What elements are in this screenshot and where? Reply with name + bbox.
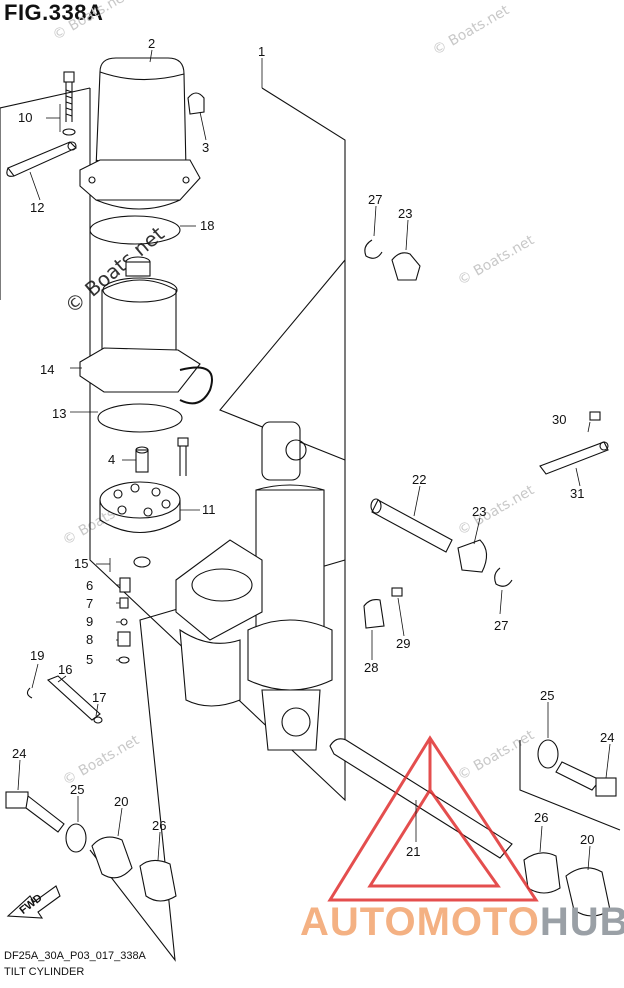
- part-valve-4: [135, 446, 149, 473]
- callout-14: 14: [40, 362, 54, 377]
- callout-8: 8: [86, 632, 93, 647]
- part-bolt-11b: [177, 437, 189, 476]
- part-bracket: [175, 539, 263, 707]
- callout-11: 11: [202, 502, 216, 517]
- part-cap-3: [187, 92, 205, 115]
- callout-12: 12: [30, 200, 44, 215]
- callout-18: 18: [200, 218, 214, 233]
- part-oring-18: [89, 215, 181, 245]
- callout-30: 30: [552, 412, 566, 427]
- callout-31: 31: [570, 486, 584, 501]
- callout-25: 25: [540, 688, 554, 703]
- callout-23: 23: [398, 206, 412, 221]
- callout-13: 13: [52, 406, 66, 421]
- part-strap-12: [6, 141, 77, 177]
- callout-labels: 1 2 3 4 5 6 7 8 9 10 11 12 13 14 15 16 1…: [12, 36, 614, 917]
- callout-5: 5: [86, 652, 93, 667]
- callout-15: 15: [74, 556, 88, 571]
- part-cylinder: [247, 421, 333, 751]
- part-bushing-26a: [139, 859, 177, 902]
- part-bushing-23a: [391, 252, 421, 281]
- part-screw-29: [391, 587, 403, 597]
- part-pin-22: [370, 498, 453, 553]
- callout-21: 21: [406, 844, 420, 859]
- figure-name: TILT CYLINDER: [4, 966, 85, 978]
- part-bolt-24a: [5, 791, 65, 833]
- callout-22: 22: [412, 472, 426, 487]
- part-motor-14: [79, 256, 213, 405]
- logo-part-b: HUB: [539, 900, 624, 944]
- callout-10: 10: [18, 110, 32, 125]
- part-bolt-10: [62, 71, 76, 136]
- part-manifold-11: [99, 481, 181, 534]
- callout-26: 26: [152, 818, 166, 833]
- part-bushing-26b: [523, 852, 561, 894]
- callout-2: 2: [148, 36, 155, 51]
- figure-title: FIG.338A: [4, 0, 104, 25]
- part-tube-21: [329, 738, 513, 859]
- callout-17: 17: [92, 690, 106, 705]
- part-small-stack: [117, 556, 151, 664]
- callout-4: 4: [108, 452, 115, 467]
- logo-wordmark: AUTOMOTOHUB: [300, 900, 624, 945]
- callout-27: 27: [494, 618, 508, 633]
- part-oring-13: [97, 403, 183, 433]
- callout-16: 16: [58, 662, 72, 677]
- part-screw-30: [589, 411, 601, 421]
- part-bushing-20b: [565, 867, 611, 917]
- callout-7: 7: [86, 596, 93, 611]
- leader-bracket-right: [519, 740, 621, 831]
- logo-triangle-icon: [327, 735, 539, 902]
- callout-1: 1: [258, 44, 265, 59]
- callout-23: 23: [472, 504, 486, 519]
- callout-27: 27: [368, 192, 382, 207]
- callout-6: 6: [86, 578, 93, 593]
- callout-20: 20: [114, 794, 128, 809]
- part-strap-31: [539, 441, 609, 475]
- leader-lines: [17, 49, 611, 871]
- part-bushing-20a: [91, 836, 133, 879]
- part-ring-27a: [364, 239, 383, 259]
- callout-26: 26: [534, 810, 548, 825]
- part-washer-25a: [65, 823, 87, 853]
- part-bushing-23b: [457, 539, 488, 573]
- part-collar-28: [363, 599, 385, 629]
- part-valve-16: [26, 675, 103, 724]
- figure-code: DF25A_30A_P03_017_338A: [4, 950, 146, 962]
- callout-28: 28: [364, 660, 378, 675]
- part-motor-cover: [79, 57, 201, 210]
- part-ring-27b: [494, 567, 513, 587]
- part-bolt-24b: [555, 761, 617, 797]
- callout-25: 25: [70, 782, 84, 797]
- callout-20: 20: [580, 832, 594, 847]
- fwd-arrow-icon: [6, 885, 61, 919]
- logo-part-a: AUTOMOTO: [300, 900, 540, 944]
- callout-3: 3: [202, 140, 209, 155]
- callout-19: 19: [30, 648, 44, 663]
- callout-24: 24: [600, 730, 614, 745]
- callout-24: 24: [12, 746, 26, 761]
- callout-9: 9: [86, 614, 93, 629]
- callout-29: 29: [396, 636, 410, 651]
- part-washer-25b: [537, 739, 559, 769]
